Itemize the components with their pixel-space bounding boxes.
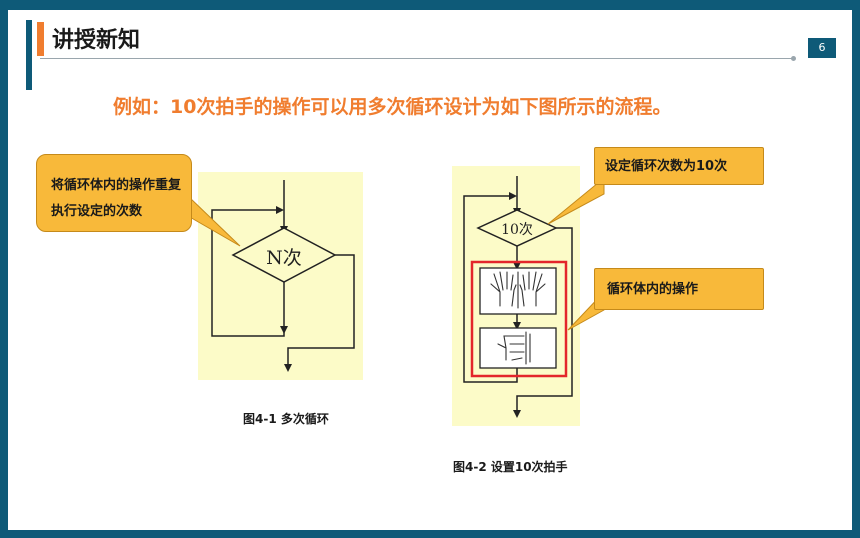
header-divider [40,58,794,59]
fig1-diamond-label: N次 [266,247,302,269]
header-divider-dot [791,56,796,61]
callout-repeat-note: 将循环体内的操作重复执行设定的次数 [36,154,192,232]
figure-1-background [198,172,363,380]
page-title: 讲授新知 [52,28,141,53]
header-accent-bar [26,20,32,90]
fig2-diamond-label: 10次 [501,222,533,238]
figure-2-background [452,166,580,426]
intro-text: 例如：10次拍手的操作可以用多次循环设计为如下图所示的流程。 [113,96,672,118]
header-accent-orange [37,22,44,56]
figure-2-caption: 图4-2 设置10次拍手 [453,460,568,474]
callout-loop-count-note: 设定循环次数为10次 [594,147,764,185]
callout-loop-body-note: 循环体内的操作 [594,268,764,310]
figure-1-caption: 图4-1 多次循环 [243,412,329,426]
page-number-badge: 6 [808,38,836,58]
